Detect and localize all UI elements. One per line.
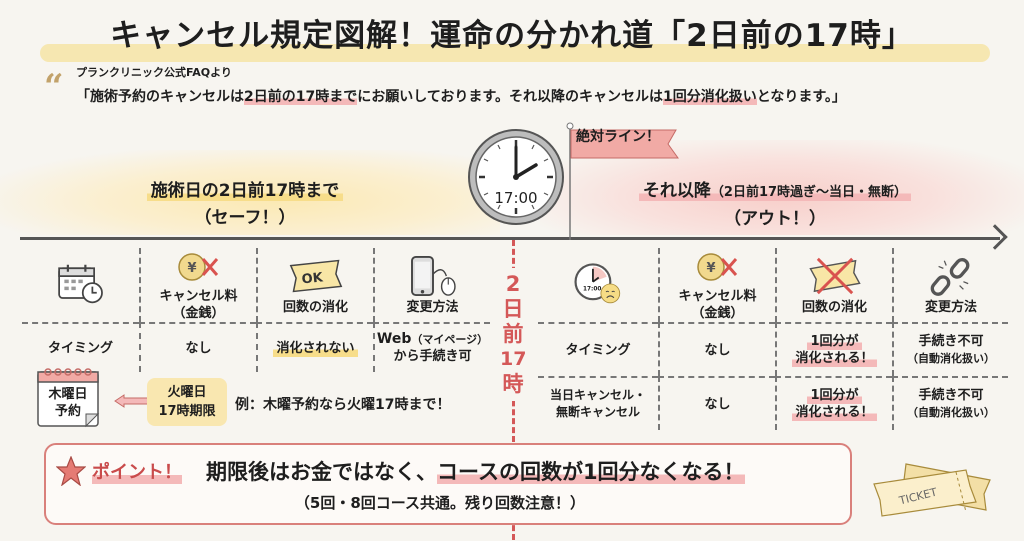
svg-text:17:00: 17:00 <box>583 287 601 293</box>
svg-text:OK: OK <box>300 270 323 287</box>
safe-row-fee: なし <box>139 322 256 372</box>
safe-header-method: 変更方法 <box>373 248 490 322</box>
out-row1-count: 1回分が 消化される！ <box>775 322 892 376</box>
ticket-crossed-icon <box>808 257 861 294</box>
deadline-vertical-label: 2 日 前 17 時 <box>500 268 526 401</box>
out-header-count: 回数の消化 <box>775 248 892 322</box>
timeline-axis <box>20 237 1000 240</box>
policy-quote: 「施術予約のキャンセルは2日前の17時までにお願いしております。それ以降のキャン… <box>76 89 846 105</box>
out-row2-fee: なし <box>658 376 775 430</box>
out-row1-method: 手続き不可 （自動消化扱い） <box>892 322 1008 376</box>
point-sub-text: （5回・8回コース共通。残り回数注意！） <box>294 494 586 512</box>
out-row1-fee: なし <box>658 322 775 376</box>
yen-coin-cross-icon: ¥ <box>177 253 218 281</box>
safe-header-fee: ¥ キャンセル料 （金銭） <box>139 248 256 322</box>
flag-icon <box>566 122 679 240</box>
flag-label: 絶対ライン！ <box>576 129 660 145</box>
yen-coin-cross-icon: ¥ <box>696 253 737 281</box>
out-row2-count: 1回分が 消化される！ <box>775 376 892 430</box>
out-table: 17:00 ¥ キャンセル料 （金銭） 回数の消化 変更方法 タイミング なし <box>538 248 1008 430</box>
safe-row-label: タイミング <box>22 322 139 372</box>
point-box <box>44 443 852 525</box>
star-icon <box>56 456 86 486</box>
thursday-calendar-icon: 木曜日 予約 <box>36 368 104 428</box>
safe-zone-label: 施術日の2日前17時まで （セーフ！） <box>0 178 490 232</box>
ticket-icon: TICKET <box>873 463 991 517</box>
example-text: 例：木曜予約なら火曜17時まで！ <box>235 397 451 413</box>
left-arrow-icon <box>114 394 150 408</box>
ok-ticket-icon: OK <box>289 259 342 292</box>
point-label: ポイント！ <box>92 458 182 484</box>
title-highlight <box>40 44 990 62</box>
svg-text:¥: ¥ <box>706 261 715 276</box>
quote-mark-icon: “ <box>44 67 64 107</box>
quote-highlight-consumed: 1回分消化扱い <box>663 89 757 105</box>
safe-header-timing <box>22 248 139 322</box>
svg-text:17:00: 17:00 <box>494 189 537 207</box>
svg-text:¥: ¥ <box>187 261 196 276</box>
safe-row-method: Web（マイページ） から手続き可 <box>373 322 490 372</box>
out-header-fee: ¥ キャンセル料 （金銭） <box>658 248 775 322</box>
out-header-timing: 17:00 <box>538 248 658 322</box>
calendar-clock-icon <box>57 264 103 304</box>
quote-highlight-deadline: 2日前の17時まで <box>244 89 358 105</box>
clock-sad-face-icon: 17:00 <box>574 263 621 304</box>
out-zone-label: それ以降（2日前17時過ぎ〜当日・無断） （アウト！） <box>540 178 1010 233</box>
safe-table: ¥ キャンセル料 （金銭） OK 回数の消化 変更方法 タイミング なし 消化さ… <box>22 248 490 372</box>
page-title: キャンセル規定図解！運命の分かれ道「2日前の17時」 <box>110 18 914 54</box>
safe-row-count: 消化されない <box>256 322 373 372</box>
safe-header-count: OK 回数の消化 <box>256 248 373 322</box>
tuesday-deadline-badge: 火曜日 17時期限 <box>147 378 227 426</box>
phone-mouse-icon <box>410 255 456 296</box>
out-header-method: 変更方法 <box>892 248 1008 322</box>
out-row1-label: タイミング <box>538 322 658 376</box>
out-row2-method: 手続き不可 （自動消化扱い） <box>892 376 1008 430</box>
clock-icon: 17:00 <box>468 129 564 225</box>
out-row2-label: 当日キャンセル・ 無断キャンセル <box>538 376 658 430</box>
point-main-text: 期限後はお金ではなく、コースの回数が1回分なくなる！ <box>206 460 745 484</box>
source-label: プランクリニック公式FAQより <box>76 66 232 79</box>
broken-chain-icon <box>930 257 970 296</box>
